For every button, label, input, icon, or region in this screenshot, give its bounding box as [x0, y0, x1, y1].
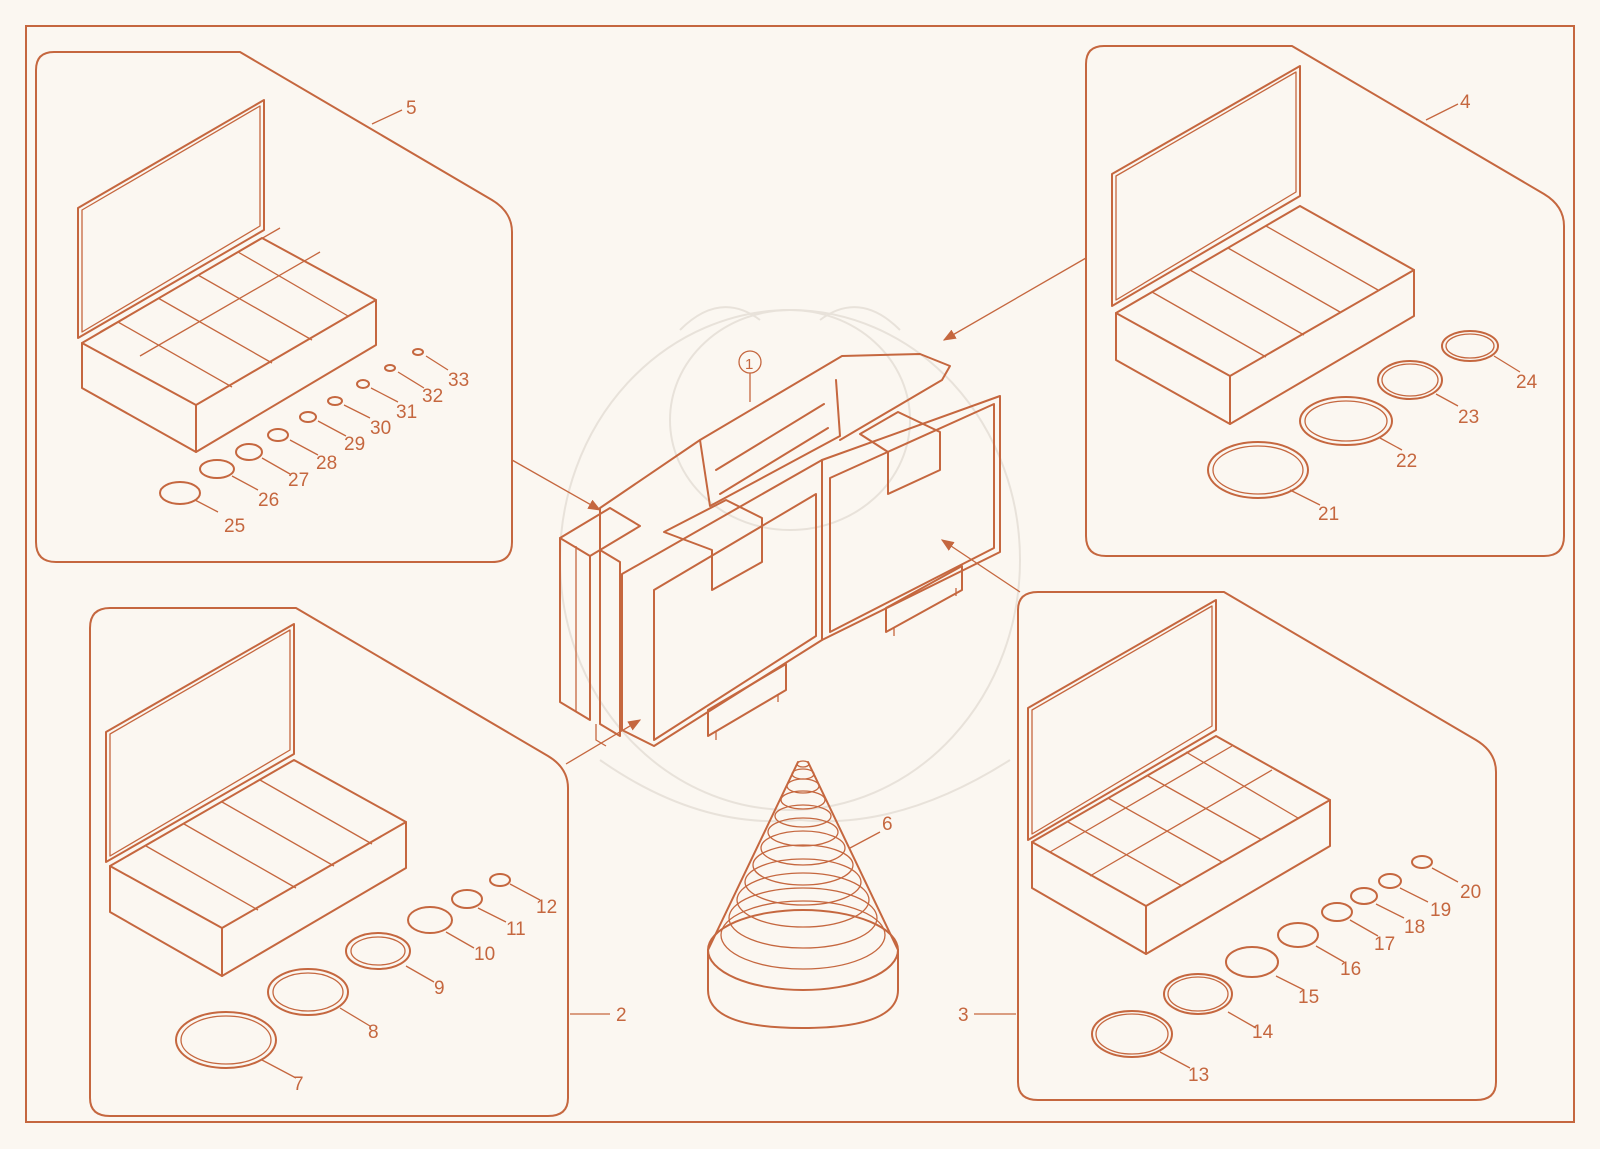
ring-label: 18	[1404, 917, 1425, 938]
organizer-box-4	[1111, 65, 1415, 425]
callout-4: 4	[1460, 92, 1471, 113]
ring-label: 15	[1298, 987, 1319, 1008]
outer-frame	[25, 25, 1575, 1123]
panel-5-border	[35, 51, 513, 563]
ring-label: 23	[1458, 407, 1479, 428]
ring-label: 12	[536, 897, 557, 918]
callout-3: 3	[958, 1005, 969, 1026]
ring-label: 31	[396, 402, 417, 423]
organizer-box-5	[77, 99, 377, 453]
background-ghost-figure	[559, 306, 1021, 823]
ring-label: 25	[224, 516, 245, 537]
ring-label: 26	[258, 490, 279, 511]
ring-label: 10	[474, 944, 495, 965]
organizer-box-3	[1027, 599, 1331, 955]
callout-5: 5	[406, 98, 417, 119]
ring-set-5	[159, 348, 449, 513]
panel-5: 5 25 26 27 28 2	[35, 51, 602, 563]
ring-set-3	[1091, 855, 1459, 1069]
ring-label: 11	[506, 919, 526, 940]
leader-panel-3	[940, 539, 1021, 593]
leader-panel-4	[942, 257, 1087, 341]
ring-label: 27	[288, 470, 309, 491]
ring-label: 17	[1374, 934, 1395, 955]
ring-label: 29	[344, 434, 365, 455]
ring-label: 20	[1460, 882, 1481, 903]
ring-label: 7	[293, 1074, 304, 1095]
callout-6: 6	[882, 814, 893, 835]
ring-label: 14	[1252, 1022, 1274, 1043]
panel-3: 3 13 14 15 16 17 18 19 20	[940, 539, 1497, 1101]
organizer-box-2	[105, 623, 407, 977]
panel-2-border	[89, 607, 569, 1117]
ring-set-2	[175, 873, 541, 1079]
ring-label: 8	[368, 1022, 379, 1043]
panel-4-border	[1085, 45, 1565, 557]
leader-panel-2	[565, 719, 642, 765]
callout-1: 1	[745, 356, 753, 373]
panel-3-border	[1017, 591, 1497, 1101]
stacked-ring-cone: 6	[707, 760, 899, 1029]
carrying-case: 1	[559, 350, 1001, 747]
leader-panel-5	[511, 459, 602, 511]
panel-4: 4 21 22 23 24	[942, 45, 1565, 557]
ring-label: 30	[370, 418, 391, 439]
ring-label: 16	[1340, 959, 1361, 980]
ring-label: 32	[422, 386, 443, 407]
callout-2: 2	[616, 1005, 627, 1026]
ring-label: 13	[1188, 1065, 1209, 1086]
panel-2: 2 7 8 9 10 11 12	[89, 607, 642, 1117]
ring-label: 21	[1318, 504, 1339, 525]
ring-set-4	[1207, 330, 1521, 506]
ring-label: 22	[1396, 451, 1417, 472]
ring-label: 19	[1430, 900, 1451, 921]
ring-label: 9	[434, 978, 445, 999]
ring-label: 33	[448, 370, 469, 391]
ring-label: 28	[316, 453, 337, 474]
ring-label: 24	[1516, 372, 1538, 393]
